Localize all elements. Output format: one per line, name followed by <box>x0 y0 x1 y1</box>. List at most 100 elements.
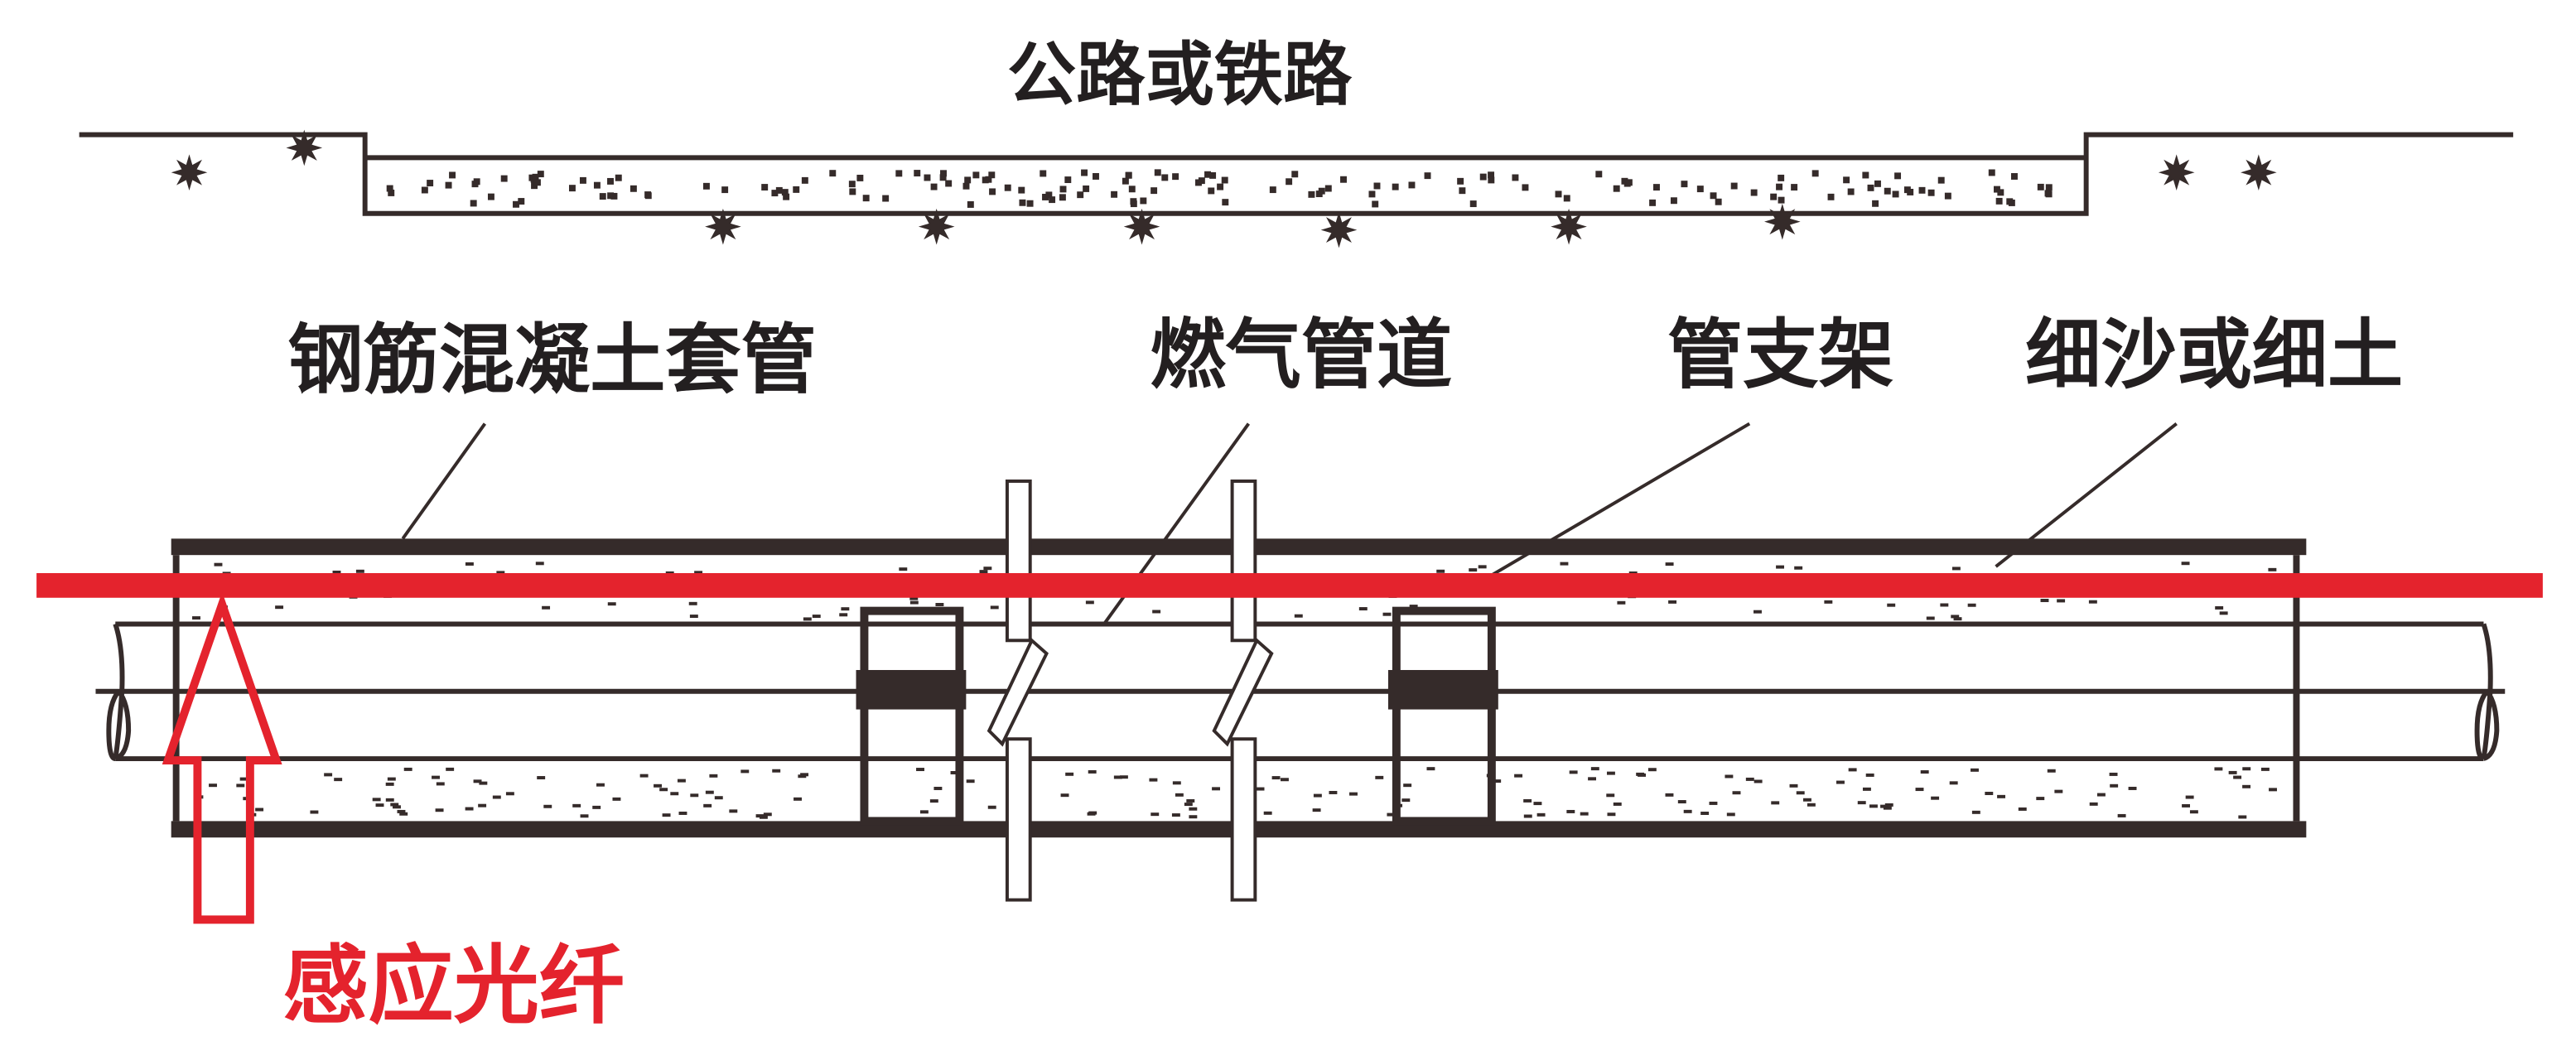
fill-dot <box>2040 599 2049 602</box>
fill-dot <box>2109 772 2118 776</box>
fill-dot <box>518 198 525 205</box>
fill-dot <box>1937 176 1945 184</box>
fill-dot <box>1512 174 1519 181</box>
fill-dot <box>1754 610 1762 614</box>
fill-dot <box>1940 603 1949 607</box>
fill-dot <box>465 562 474 566</box>
fill-dot <box>492 795 501 799</box>
fill-dot <box>399 812 408 816</box>
fill-dot <box>839 613 848 617</box>
fill-dot <box>690 793 699 798</box>
fill-dot <box>1172 173 1179 181</box>
fill-dot <box>1222 199 1229 206</box>
fill-dot <box>1843 176 1850 184</box>
fill-dot <box>964 176 972 184</box>
fill-dot <box>1064 176 1072 184</box>
fill-dot <box>1613 802 1622 806</box>
fill-dot <box>1488 171 1495 179</box>
fill-dot <box>568 185 576 192</box>
fill-dot <box>1488 176 1495 184</box>
fill-dot <box>393 805 401 809</box>
fill-dot <box>2269 788 2277 792</box>
fill-dot <box>385 782 394 786</box>
fill-dot <box>1313 793 1322 798</box>
fill-dot <box>1171 813 1180 817</box>
fill-dot <box>192 616 200 620</box>
fill-dot <box>334 778 343 782</box>
fill-dot <box>803 617 812 621</box>
fill-dot <box>2242 767 2251 771</box>
fill-dot <box>432 775 440 779</box>
fill-dot <box>694 571 703 575</box>
fill-dot <box>479 781 488 785</box>
fill-dot <box>933 786 943 790</box>
fill-dot <box>1949 781 1958 785</box>
fill-dot <box>1683 809 1692 813</box>
fill-dot <box>2181 562 2190 566</box>
fill-dot <box>1807 803 1816 807</box>
fill-dot <box>962 182 970 190</box>
casing-right-end <box>2293 555 2300 822</box>
fill-dot <box>1862 787 1871 791</box>
fill-dot <box>1523 798 1532 803</box>
fill-dot <box>929 799 938 803</box>
sensing-fiber-line <box>36 573 2543 598</box>
fill-dot <box>1590 767 1599 771</box>
fill-dot <box>895 170 903 177</box>
fill-dot <box>1588 777 1597 781</box>
fill-dot <box>1670 197 1677 205</box>
casing-leader <box>401 422 487 540</box>
fill-dot <box>1566 809 1575 813</box>
fill-dot <box>1884 803 1893 807</box>
pipe-support <box>856 606 967 826</box>
fill-dot <box>771 190 779 197</box>
fill-dot <box>1754 779 1763 783</box>
fill-dot <box>513 200 519 208</box>
fill-dot <box>972 171 980 179</box>
fill-dot <box>1408 181 1416 189</box>
fill-dot <box>1796 791 1805 795</box>
fill-dot <box>763 812 772 817</box>
fill-dot <box>239 777 248 781</box>
fill-dot <box>1151 187 1158 195</box>
fill-dot <box>1770 193 1778 200</box>
fill-dot <box>848 181 856 188</box>
fill-dot <box>1867 184 1874 191</box>
fill-dot <box>1042 193 1049 200</box>
fill-dot <box>1710 192 1717 200</box>
fill-dot <box>1995 197 2003 205</box>
fill-dot <box>689 615 698 619</box>
fill-dot <box>615 174 622 181</box>
fill-dot <box>983 566 992 571</box>
fill-dot <box>496 571 505 575</box>
fill-dot <box>596 783 605 787</box>
fill-dot <box>1732 791 1741 795</box>
fill-dot <box>989 188 996 195</box>
fill-dot <box>1778 196 1785 204</box>
fill-dot <box>2185 795 2194 799</box>
fill-dot <box>2228 770 2237 774</box>
fill-dot <box>610 192 618 200</box>
fill-dot <box>1340 176 1347 183</box>
fill-dot <box>1212 787 1221 791</box>
fill-dot <box>1113 775 1122 779</box>
fill-dot <box>1715 198 1722 205</box>
fill-dot <box>639 774 649 778</box>
fill-dot <box>1077 191 1084 199</box>
fill-dot <box>1625 179 1633 186</box>
fill-dot <box>1709 801 1718 805</box>
fill-dot <box>607 192 615 200</box>
fill-dot <box>630 185 637 192</box>
ground-line-left <box>79 132 2514 216</box>
fill-dot <box>1382 612 1392 616</box>
fill-dot <box>841 607 850 611</box>
fill-dot <box>798 774 807 779</box>
fill-dot <box>1130 198 1137 205</box>
fill-dot <box>1791 184 1798 191</box>
fill-dot <box>1665 793 1674 797</box>
fill-dot <box>1149 778 1158 782</box>
fill-dot <box>1375 775 1384 779</box>
fill-dot <box>1915 788 1924 792</box>
fill-dot <box>966 779 975 783</box>
fill-dot <box>783 193 790 200</box>
